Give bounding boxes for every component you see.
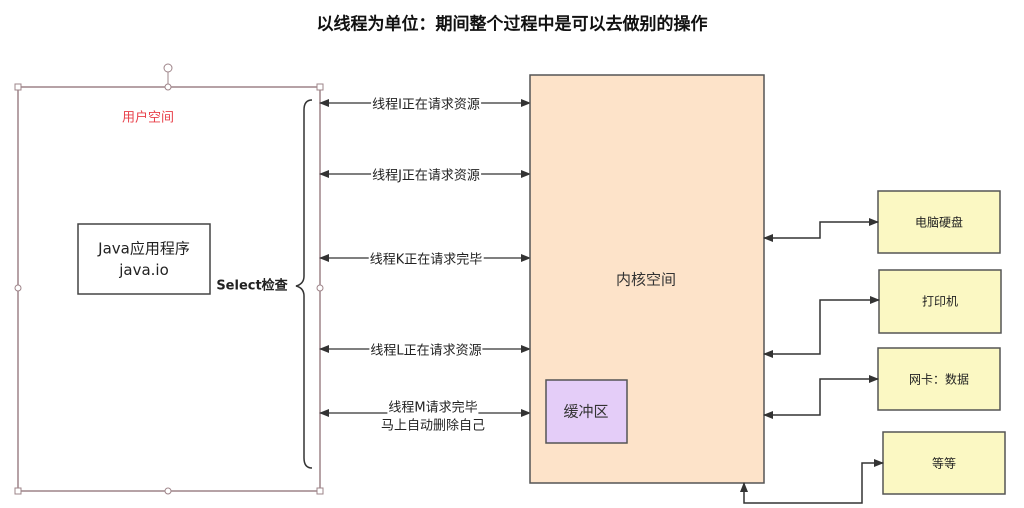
device-network-card: 网卡：数据 [908,372,970,387]
thread-m-label-2: 马上自动删除自己 [379,414,487,434]
user-space-label: 用户空间 [121,110,175,126]
device-etc: 等等 [931,456,957,471]
select-check-label: Select检查 [216,278,288,294]
buffer-label: 缓冲区 [563,402,609,421]
device-printer: 打印机 [921,294,959,309]
java-app-name: Java应用程序 [98,239,190,258]
java-app-box [77,223,211,295]
user-space-frame[interactable] [14,63,324,495]
java-app-package: java.io [119,261,169,279]
device-disk: 电脑硬盘 [914,215,964,230]
thread-k-label: 线程K正在请求完毕 [368,248,484,268]
thread-m-label: 线程M请求完毕 [387,396,479,416]
thread-i-label: 线程I正在请求资源 [371,93,481,113]
kernel-space-label: 内核空间 [615,270,677,289]
device-boxes [877,190,1006,495]
resize-handles[interactable] [14,83,324,495]
buffer-box [545,379,628,444]
kernel-space-box [529,74,765,484]
rotate-handle[interactable] [163,63,173,73]
diagram-title: 以线程为单位：期间整个过程中是可以去做别的操作 [316,14,708,35]
thread-l-label: 线程L正在请求资源 [369,339,483,359]
thread-j-label: 线程J正在请求资源 [371,164,481,184]
select-brace [295,99,313,469]
device-connectors [740,218,884,504]
